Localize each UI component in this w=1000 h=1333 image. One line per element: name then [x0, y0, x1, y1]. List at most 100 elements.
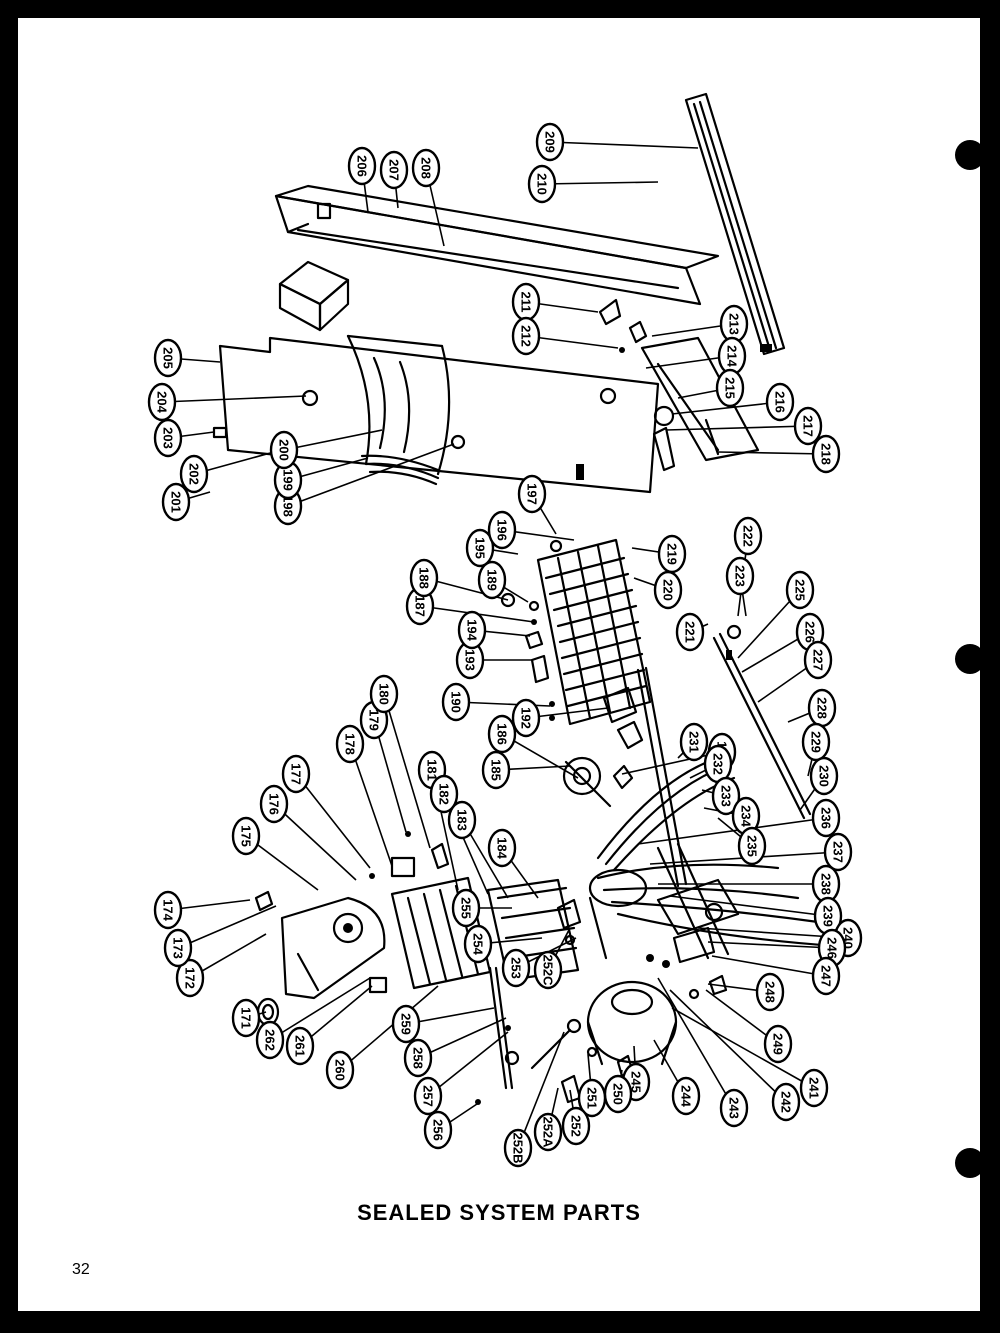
- binder-hole: [955, 644, 980, 674]
- service-tubes: [556, 896, 608, 960]
- callout-ring: [481, 750, 511, 790]
- callout-195: 195: [465, 528, 495, 568]
- callout-label: 216: [773, 391, 788, 413]
- callout-ring: [487, 714, 517, 754]
- callout-label: 197: [525, 483, 540, 505]
- callout-label: 220: [661, 579, 676, 601]
- capillary-tubes: [636, 624, 812, 888]
- callout-leader-239: [669, 895, 829, 917]
- callout-label: 245: [629, 1071, 644, 1093]
- callout-174: 174: [153, 890, 183, 930]
- callout-237: 237: [823, 832, 853, 872]
- callout-label: 211: [519, 292, 534, 313]
- callout-label: 236: [819, 807, 834, 829]
- callout-ring: [487, 510, 517, 550]
- callout-228: 228: [807, 688, 837, 728]
- callout-ring: [511, 698, 541, 738]
- callout-ring: [785, 570, 815, 610]
- callout-label: 195: [473, 537, 488, 559]
- callout-ring: [335, 724, 365, 764]
- callout-204: 204: [147, 382, 177, 422]
- callout-186: 186: [487, 714, 517, 754]
- callout-label: 204: [155, 391, 170, 413]
- callout-ring: [811, 434, 841, 474]
- callout-ring: [679, 722, 709, 762]
- callout-label: 246: [825, 937, 840, 959]
- callout-label: 233: [719, 785, 734, 807]
- callout-194: 194: [457, 610, 487, 650]
- callout-ring: [803, 640, 833, 680]
- callout-leader-259: [405, 1007, 495, 1025]
- callout-216: 216: [765, 382, 795, 422]
- callout-196: 196: [487, 510, 517, 550]
- channel-part: [274, 184, 720, 306]
- callout-241: 241: [799, 1068, 829, 1108]
- callout-label: 238: [819, 873, 834, 895]
- callout-202: 202: [179, 454, 209, 494]
- callout-label: 234: [739, 805, 754, 827]
- callout-ring: [255, 1020, 285, 1060]
- callout-label: 173: [171, 937, 186, 959]
- callout-251: 251: [577, 1078, 607, 1118]
- callout-193: 193: [455, 640, 485, 680]
- callout-ring: [527, 164, 557, 204]
- callout-177: 177: [281, 754, 311, 794]
- callout-213: 213: [719, 304, 749, 344]
- callout-231: 231: [679, 722, 709, 762]
- callout-ring: [231, 998, 261, 1038]
- callout-label: 217: [801, 415, 816, 437]
- callout-ring: [403, 1038, 433, 1078]
- callout-label: 184: [495, 837, 510, 859]
- callout-ring: [369, 674, 399, 714]
- callout-label: 247: [819, 965, 834, 987]
- callout-label: 202: [187, 463, 202, 485]
- callout-leader-214: [645, 355, 733, 369]
- callout-ring: [511, 316, 541, 356]
- callout-label: 242: [779, 1091, 794, 1113]
- callout-label: 257: [421, 1085, 436, 1107]
- callout-230: 230: [809, 756, 839, 796]
- callout-217: 217: [793, 406, 823, 446]
- callout-173: 173: [163, 928, 193, 968]
- callout-ring: [577, 1078, 607, 1118]
- callout-label: 252B: [511, 1132, 526, 1163]
- callout-212: 212: [511, 316, 541, 356]
- leader-lines: [161, 141, 849, 1149]
- callout-leader-247: [711, 955, 827, 977]
- callout-255: 255: [451, 888, 481, 928]
- callout-label: 198: [281, 495, 296, 517]
- callout-label: 203: [161, 427, 176, 449]
- callout-ring: [517, 474, 547, 514]
- callout-ring: [429, 774, 459, 814]
- callout-label: 226: [803, 621, 818, 643]
- callout-leader-217: [665, 425, 809, 431]
- callout-label: 208: [419, 157, 434, 179]
- callout-label: 179: [367, 709, 382, 731]
- callout-192: 192: [511, 698, 541, 738]
- callout-leader-257: [427, 1031, 509, 1097]
- callout-label: 187: [413, 595, 428, 617]
- callout-label: 260: [333, 1059, 348, 1081]
- callout-220: 220: [653, 570, 683, 610]
- callout-label: 200: [277, 439, 292, 461]
- callout-244: 244: [671, 1076, 701, 1116]
- callout-label: 171: [239, 1007, 254, 1029]
- callout-label: 230: [817, 765, 832, 787]
- callout-label: 177: [289, 763, 304, 785]
- callout-ring: [737, 826, 767, 866]
- callout-label: 252A: [541, 1116, 556, 1148]
- callout-ring: [175, 958, 205, 998]
- callout-label: 190: [449, 691, 464, 713]
- callout-208: 208: [411, 148, 441, 188]
- callout-260: 260: [325, 1050, 355, 1090]
- callout-label: 188: [417, 567, 432, 589]
- callout-label: 225: [793, 579, 808, 601]
- callout-label: 210: [535, 173, 550, 195]
- top-rail-part: [684, 92, 786, 356]
- callout-ring: [711, 776, 741, 816]
- callout-ring: [561, 1106, 591, 1146]
- callout-215: 215: [715, 368, 745, 408]
- callout-label: 235: [745, 835, 760, 857]
